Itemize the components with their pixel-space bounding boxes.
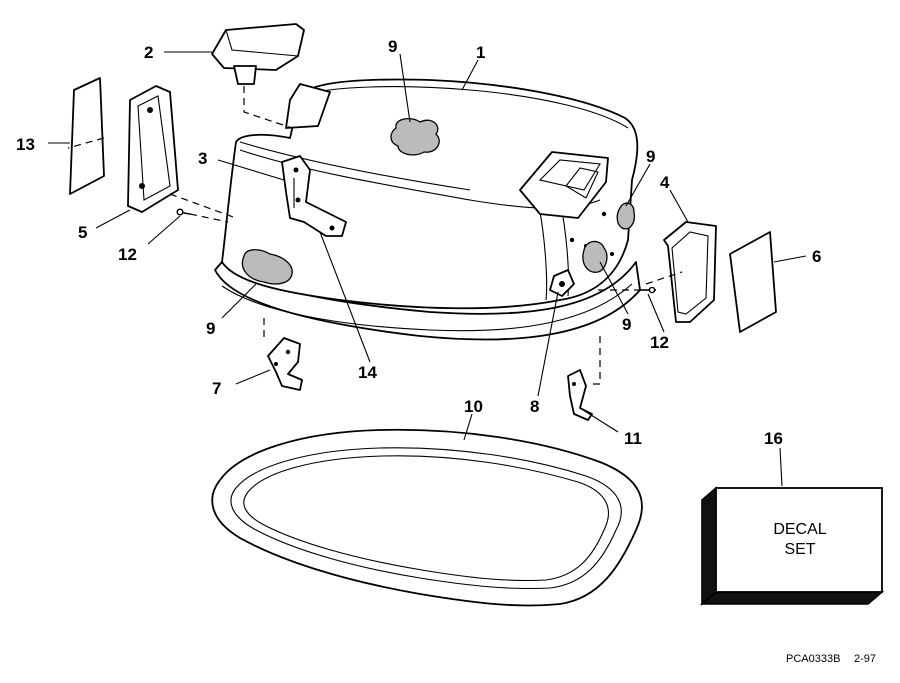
vent-panel [729, 231, 777, 333]
side-panel-insert [69, 77, 105, 195]
callout-9-left: 9 [206, 319, 215, 338]
assembly-lines [67, 86, 683, 385]
foam-pad-side [241, 249, 293, 285]
decal-label-line2: SET [784, 541, 815, 558]
callout-12-right: 12 [650, 333, 669, 352]
lower-bracket-left [267, 337, 303, 391]
callout-11: 11 [624, 429, 642, 448]
top-cap [211, 23, 305, 85]
callout-14: 14 [358, 363, 377, 382]
callout-2: 2 [144, 43, 153, 62]
lower-bracket-right [567, 369, 593, 421]
figure-date: 2-97 [854, 653, 876, 665]
callout-5: 5 [78, 223, 87, 242]
leader-lines [48, 51, 807, 487]
callout-9-top: 9 [388, 37, 397, 56]
figure-code: PCA0333B [786, 653, 840, 665]
callout-6: 6 [812, 247, 821, 266]
callout-9-right: 9 [646, 147, 655, 166]
callout-13: 13 [16, 135, 35, 154]
callout-3: 3 [198, 149, 207, 168]
callout-8: 8 [530, 397, 539, 416]
callout-10: 10 [464, 397, 483, 416]
callout-16: 16 [764, 429, 783, 448]
motor-cover [214, 78, 641, 341]
callout-9-front: 9 [622, 315, 631, 334]
callout-4: 4 [660, 173, 670, 192]
decal-label-line1: DECAL [773, 521, 826, 538]
vent-frame [663, 221, 717, 323]
rear-latch-bracket [281, 155, 347, 237]
foam-pad-front-upper [616, 202, 636, 230]
foam-pad-top [390, 117, 440, 156]
callout-1: 1 [476, 43, 485, 62]
side-bracket-plate [127, 85, 179, 213]
callout-12-left: 12 [118, 245, 137, 264]
callout-7: 7 [212, 379, 221, 398]
cover-seal [211, 428, 643, 607]
decal-set-box [699, 486, 885, 606]
